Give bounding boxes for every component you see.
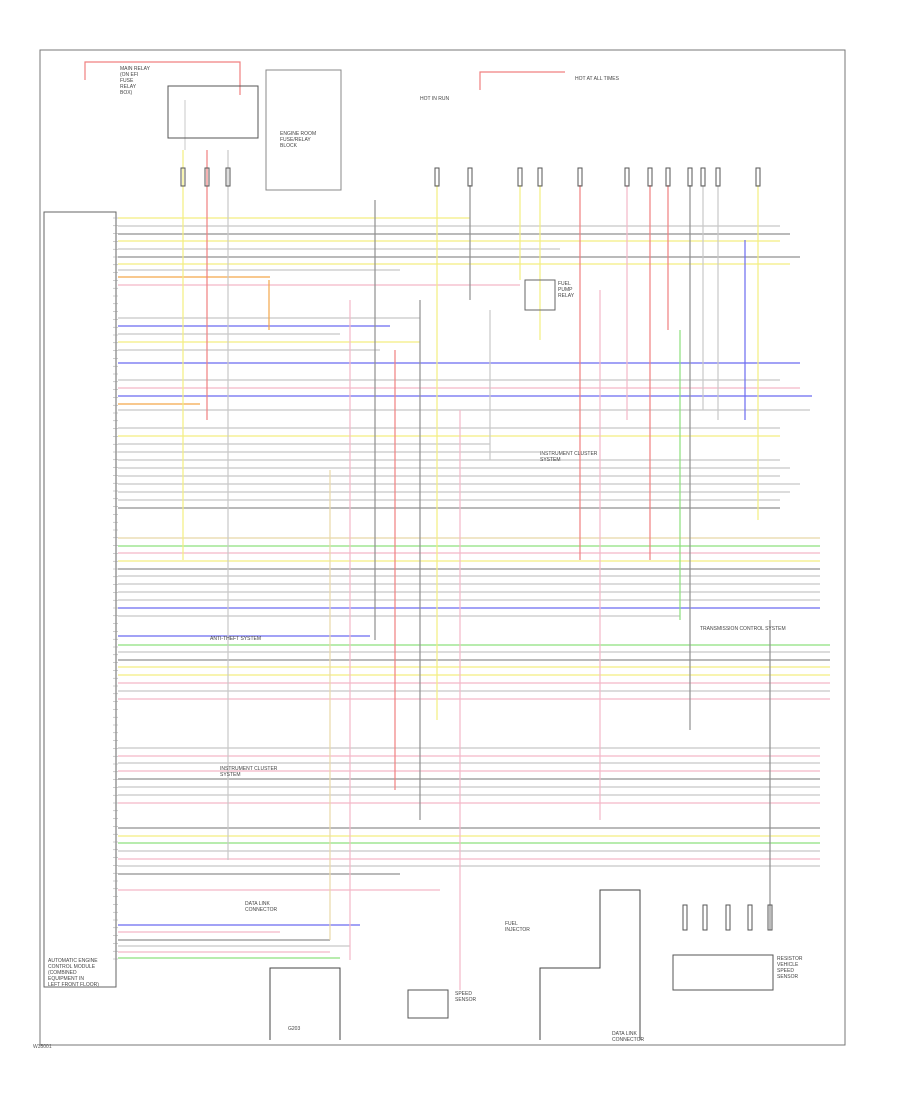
wire-group — [84, 61, 830, 1040]
data-link-label: CONNECTOR — [612, 1037, 645, 1043]
ecm-label: AUTOMATIC ENGINE — [48, 958, 98, 964]
main-relay-label: RELAY — [120, 84, 137, 90]
connector — [682, 904, 688, 931]
connector — [624, 167, 630, 187]
injector-label: FUEL — [505, 921, 518, 927]
ecm-label: (COMBINED — [48, 970, 77, 976]
fuel-pump-relay — [524, 279, 556, 311]
footer-code: W35001 — [33, 1044, 52, 1050]
instrument-cluster-label: INSTRUMENT CLUSTER — [540, 451, 598, 457]
ecm-module — [43, 211, 117, 988]
data-link-label: DATA LINK — [245, 901, 270, 907]
connector — [687, 167, 693, 187]
main-relay-box — [167, 85, 259, 139]
bracket — [539, 889, 641, 1040]
anti-theft-label: ANTI-THEFT SYSTEM — [210, 636, 261, 642]
fuel-pump-relay-label: RELAY — [558, 293, 575, 299]
instrument-cluster-label: SYSTEM — [220, 772, 241, 778]
connector — [647, 167, 653, 187]
connector — [180, 167, 186, 187]
fuse-box-label: FUSE/RELAY — [280, 137, 311, 143]
connector — [204, 167, 210, 187]
resistor-label: RESISTOR — [777, 956, 803, 962]
connector — [537, 167, 543, 187]
hot-in-run-label: HOT IN RUN — [420, 96, 449, 102]
ecm-label: EQUIPMENT IN — [48, 976, 84, 982]
injector-label: INJECTOR — [505, 927, 530, 933]
resistor-label: SENSOR — [777, 974, 799, 980]
connector — [700, 167, 706, 187]
connector — [767, 904, 773, 931]
fuel-pump-relay-label: PUMP — [558, 287, 573, 293]
fuse-box-label: ENGINE ROOM — [280, 131, 316, 137]
data-link-label: CONNECTOR — [245, 907, 278, 913]
ecm-label: LEFT FRONT FLOOR) — [48, 982, 99, 988]
pin-labels — [113, 217, 118, 960]
connector — [747, 904, 753, 931]
speed-sensor-label: SENSOR — [455, 997, 477, 1003]
fuel-pump-relay-label: FUEL — [558, 281, 571, 287]
power-feed-wire — [84, 61, 241, 95]
ecm-label: CONTROL MODULE — [48, 964, 96, 970]
instrument-cluster-label: SYSTEM — [540, 457, 561, 463]
speed-sensor-box — [407, 989, 449, 1019]
connector — [467, 167, 473, 187]
efi-fuse-box — [265, 69, 342, 191]
diagram-frame — [39, 49, 846, 1046]
data-link-label: DATA LINK — [612, 1031, 637, 1037]
connector — [725, 904, 731, 931]
instrument-cluster-label: INSTRUMENT CLUSTER — [220, 766, 278, 772]
transmission-label: TRANSMISSION CONTROL SYSTEM — [700, 626, 786, 632]
connector — [665, 167, 671, 187]
connector — [577, 167, 583, 187]
resistor-label: SPEED — [777, 968, 794, 974]
fuse-box-label: BLOCK — [280, 143, 298, 149]
connector — [702, 904, 708, 931]
connector — [755, 167, 761, 187]
ground-label: G203 — [288, 1026, 300, 1032]
main-relay-label: FUSE — [120, 78, 134, 84]
main-relay-label: MAIN RELAY — [120, 66, 151, 72]
main-relay-label: BOX) — [120, 90, 133, 96]
speed-sensor-label: SPEED — [455, 991, 472, 997]
connector — [434, 167, 440, 187]
connector — [517, 167, 523, 187]
connector — [225, 167, 231, 187]
connector — [715, 167, 721, 187]
main-relay-label: (ON EFI — [120, 72, 138, 78]
resistor-box — [672, 954, 774, 991]
power-feed-wire — [479, 71, 565, 90]
resistor-label: VEHICLE — [777, 962, 799, 968]
bracket — [269, 967, 341, 1040]
hot-at-all-times-label: HOT AT ALL TIMES — [575, 76, 620, 82]
